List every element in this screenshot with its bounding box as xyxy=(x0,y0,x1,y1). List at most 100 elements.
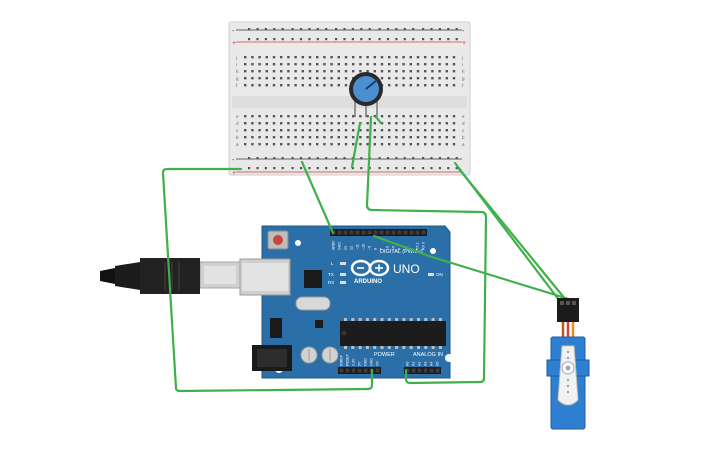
rail-hole[interactable] xyxy=(447,167,450,170)
breadboard-hole[interactable] xyxy=(301,77,304,80)
rail-hole[interactable] xyxy=(335,28,338,31)
breadboard-hole[interactable] xyxy=(330,77,333,80)
servo-horn[interactable] xyxy=(557,345,579,406)
breadboard-hole[interactable] xyxy=(380,70,384,73)
rail-hole[interactable] xyxy=(403,167,406,170)
breadboard-hole[interactable] xyxy=(352,70,355,73)
header-pin[interactable] xyxy=(391,230,396,235)
breadboard-hole[interactable] xyxy=(308,122,312,125)
breadboard-hole[interactable] xyxy=(409,70,412,73)
breadboard-hole[interactable] xyxy=(251,63,254,66)
breadboard-hole[interactable] xyxy=(359,129,362,132)
breadboard-hole[interactable] xyxy=(330,122,333,125)
rail-hole[interactable] xyxy=(308,28,311,31)
breadboard-hole[interactable] xyxy=(366,63,369,66)
breadboard-hole[interactable] xyxy=(258,77,261,80)
rail-hole[interactable] xyxy=(264,157,267,160)
header-pin[interactable] xyxy=(397,230,402,235)
breadboard-hole[interactable] xyxy=(316,56,319,59)
breadboard-hole[interactable] xyxy=(409,143,412,146)
rail-hole[interactable] xyxy=(299,38,303,41)
breadboard-hole[interactable] xyxy=(330,143,333,146)
rail-hole[interactable] xyxy=(386,167,390,170)
rail-hole[interactable] xyxy=(447,157,450,160)
rail-hole[interactable] xyxy=(368,28,371,31)
breadboard-hole[interactable] xyxy=(308,129,312,132)
rail-hole[interactable] xyxy=(412,167,415,170)
rail-hole[interactable] xyxy=(248,167,251,170)
breadboard-hole[interactable] xyxy=(424,136,427,139)
rail-hole[interactable] xyxy=(325,167,328,170)
breadboard-hole[interactable] xyxy=(308,56,312,59)
header-pin[interactable] xyxy=(367,230,372,235)
rail-hole[interactable] xyxy=(335,167,338,170)
breadboard-hole[interactable] xyxy=(445,56,448,59)
breadboard-hole[interactable] xyxy=(301,56,304,59)
breadboard-hole[interactable] xyxy=(294,56,297,59)
breadboard-hole[interactable] xyxy=(244,115,247,118)
breadboard-hole[interactable] xyxy=(258,63,261,66)
breadboard-hole[interactable] xyxy=(431,143,434,146)
breadboard-hole[interactable] xyxy=(431,122,434,125)
rail-hole[interactable] xyxy=(430,28,433,31)
rail-hole[interactable] xyxy=(299,167,303,170)
breadboard-hole[interactable] xyxy=(431,63,434,66)
breadboard-hole[interactable] xyxy=(265,77,268,80)
breadboard-hole[interactable] xyxy=(272,84,276,87)
breadboard-hole[interactable] xyxy=(431,129,434,132)
breadboard-hole[interactable] xyxy=(424,77,427,80)
breadboard-hole[interactable] xyxy=(431,56,434,59)
wire-rail-to-servo-2[interactable] xyxy=(457,167,568,302)
breadboard-hole[interactable] xyxy=(402,63,405,66)
rail-hole[interactable] xyxy=(308,157,311,160)
breadboard-hole[interactable] xyxy=(301,122,304,125)
breadboard-hole[interactable] xyxy=(366,136,369,139)
breadboard-hole[interactable] xyxy=(337,63,340,66)
breadboard-hole[interactable] xyxy=(395,63,398,66)
breadboard-hole[interactable] xyxy=(258,143,261,146)
breadboard-hole[interactable] xyxy=(265,115,268,118)
breadboard-hole[interactable] xyxy=(373,63,376,66)
breadboard-hole[interactable] xyxy=(395,84,398,87)
breadboard-hole[interactable] xyxy=(330,129,333,132)
breadboard-hole[interactable] xyxy=(352,63,355,66)
breadboard-hole[interactable] xyxy=(337,129,340,132)
rail-hole[interactable] xyxy=(378,38,381,41)
breadboard-hole[interactable] xyxy=(373,70,376,73)
header-pin[interactable] xyxy=(375,368,380,373)
rail-hole[interactable] xyxy=(335,157,338,160)
breadboard-hole[interactable] xyxy=(258,129,261,132)
breadboard-hole[interactable] xyxy=(251,143,254,146)
rail-hole[interactable] xyxy=(281,167,284,170)
breadboard-hole[interactable] xyxy=(280,143,283,146)
breadboard-hole[interactable] xyxy=(424,129,427,132)
rail-hole[interactable] xyxy=(430,167,433,170)
breadboard-hole[interactable] xyxy=(388,70,391,73)
breadboard-hole[interactable] xyxy=(308,143,312,146)
breadboard-hole[interactable] xyxy=(352,129,355,132)
rail-hole[interactable] xyxy=(360,28,363,31)
breadboard-hole[interactable] xyxy=(409,77,412,80)
breadboard-hole[interactable] xyxy=(352,115,355,118)
breadboard-hole[interactable] xyxy=(244,122,247,125)
breadboard-hole[interactable] xyxy=(366,115,369,118)
breadboard-hole[interactable] xyxy=(323,70,326,73)
rail-hole[interactable] xyxy=(316,38,319,41)
breadboard-hole[interactable] xyxy=(272,115,276,118)
breadboard-hole[interactable] xyxy=(244,77,247,80)
breadboard-hole[interactable] xyxy=(294,129,297,132)
potentiometer[interactable] xyxy=(349,72,383,117)
breadboard-hole[interactable] xyxy=(251,56,254,59)
breadboard-hole[interactable] xyxy=(438,129,441,132)
breadboard-hole[interactable] xyxy=(438,70,441,73)
breadboard-hole[interactable] xyxy=(409,122,412,125)
rail-hole[interactable] xyxy=(455,157,458,160)
breadboard-hole[interactable] xyxy=(308,136,312,139)
rail-hole[interactable] xyxy=(325,38,328,41)
breadboard-hole[interactable] xyxy=(431,136,434,139)
breadboard-hole[interactable] xyxy=(244,56,247,59)
breadboard-hole[interactable] xyxy=(337,136,340,139)
rail-hole[interactable] xyxy=(430,157,433,160)
breadboard-hole[interactable] xyxy=(280,129,283,132)
